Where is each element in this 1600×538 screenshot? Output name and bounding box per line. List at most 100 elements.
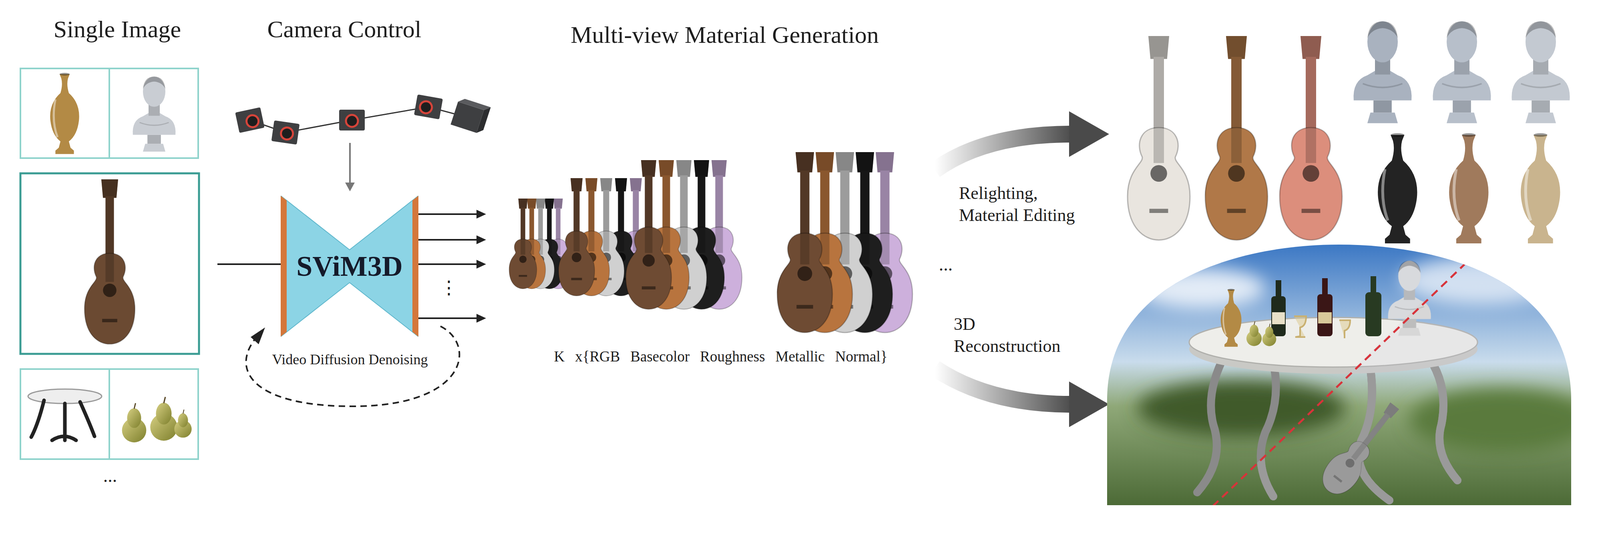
input-images xyxy=(28,72,192,443)
camera-path xyxy=(235,107,265,133)
camera-path xyxy=(414,94,443,120)
camera-path xyxy=(349,142,351,184)
text-label: Multi-view Material Generation xyxy=(570,20,879,51)
camera-path xyxy=(418,100,433,115)
hourglass-shape xyxy=(280,195,287,337)
reconstruction-scene xyxy=(1365,292,1382,337)
input-panels xyxy=(20,173,199,354)
camera-path xyxy=(450,97,491,135)
hourglass-network: SViM3D xyxy=(280,195,419,337)
input-images xyxy=(84,179,135,345)
multiview-ukuleles xyxy=(509,198,537,289)
text-label: ... xyxy=(938,253,953,277)
edit-results xyxy=(1511,21,1570,124)
camera-path xyxy=(345,182,355,192)
edit-results xyxy=(1127,36,1190,241)
edit-results xyxy=(1279,36,1343,241)
input-images xyxy=(50,72,79,155)
edit-results xyxy=(1432,21,1491,124)
hourglass-shape xyxy=(412,195,419,337)
input-panels xyxy=(20,369,110,460)
curved-arrows xyxy=(1069,111,1110,157)
reconstruction-scene xyxy=(1318,312,1332,324)
multiview-ukuleles xyxy=(777,152,833,333)
camera-path xyxy=(414,94,443,120)
flow-arrows xyxy=(246,326,460,407)
camera-path xyxy=(271,120,300,145)
flow-arrows xyxy=(217,263,281,266)
reconstruction-scene xyxy=(1271,296,1286,337)
text-label: Camera Control xyxy=(267,14,422,45)
reconstruction-scene xyxy=(1370,276,1377,295)
reconstruction-scene xyxy=(1189,260,1478,501)
reconstruction-scene xyxy=(1272,312,1285,325)
flow-arrows xyxy=(476,235,487,245)
flow-arrows xyxy=(476,209,487,219)
reconstruction-scene xyxy=(1137,380,1346,437)
reconstruction-scene xyxy=(1262,323,1277,347)
edit-results xyxy=(1520,133,1560,244)
input-panels xyxy=(109,369,199,460)
flow-arrows xyxy=(476,259,487,269)
camera-path xyxy=(476,105,491,135)
flow-arrows xyxy=(418,263,478,266)
reconstruction-scene xyxy=(1107,244,1594,521)
camera-path xyxy=(280,126,294,141)
camera-path xyxy=(245,114,260,129)
flow-arrows xyxy=(418,239,478,241)
reconstruction-scene xyxy=(1401,256,1562,305)
edit-results xyxy=(1127,21,1570,244)
camera-path xyxy=(339,109,365,131)
edit-results xyxy=(1449,133,1489,244)
input-images xyxy=(174,409,192,438)
flow-arrows xyxy=(476,313,487,323)
input-images xyxy=(122,403,147,443)
flow-arrows xyxy=(217,209,487,407)
reconstruction-scene xyxy=(1339,320,1351,339)
curved-arrows xyxy=(934,134,1072,171)
curved-arrows xyxy=(934,111,1110,428)
hourglass-shape xyxy=(280,195,419,337)
text-label: Video Diffusion Denoising xyxy=(271,350,428,369)
reconstruction-scene xyxy=(1317,294,1333,337)
edit-results xyxy=(1377,133,1418,244)
text-label: Relighting, Material Editing xyxy=(958,182,1092,227)
input-images xyxy=(132,76,176,152)
reconstruction-scene xyxy=(1220,289,1242,348)
node-title: SViM3D xyxy=(296,249,403,284)
text-label: Single Image xyxy=(53,14,181,45)
camera-path xyxy=(271,120,300,145)
edit-results xyxy=(1353,21,1412,124)
multiview-ukuleles xyxy=(509,152,913,333)
reconstruction-scene xyxy=(1107,244,1572,506)
curved-arrows xyxy=(1069,381,1110,428)
flow-arrows xyxy=(418,317,478,320)
text-label: 3D Reconstruction xyxy=(953,313,1086,358)
edit-results xyxy=(1205,36,1268,241)
text-label: ⋮ xyxy=(439,276,459,300)
reconstruction-scene xyxy=(1294,316,1307,338)
input-panels xyxy=(20,68,110,159)
input-images xyxy=(150,397,178,441)
camera-path xyxy=(345,114,358,127)
input-panels xyxy=(109,68,199,159)
reconstruction-scene xyxy=(1189,260,1478,501)
flow-arrows xyxy=(418,213,478,216)
camera-path xyxy=(339,109,365,131)
multiview-ukuleles xyxy=(558,178,595,296)
reconstruction-scene xyxy=(1275,280,1282,299)
reconstruction-scene xyxy=(1246,321,1262,347)
text-label: ... xyxy=(103,464,118,488)
reconstruction-scene xyxy=(1137,268,1266,309)
text-label: K x{RGB Basecolor Roughness Metallic Nor… xyxy=(554,347,888,366)
multiview-ukuleles xyxy=(625,160,672,310)
curved-arrows xyxy=(934,368,1072,405)
input-panels xyxy=(20,68,199,460)
input-images xyxy=(31,400,95,441)
input-images xyxy=(28,389,102,404)
flow-arrows xyxy=(250,327,266,345)
camera-path xyxy=(235,107,265,133)
reconstruction-scene xyxy=(1322,278,1328,297)
reconstruction-scene xyxy=(1197,244,1486,521)
